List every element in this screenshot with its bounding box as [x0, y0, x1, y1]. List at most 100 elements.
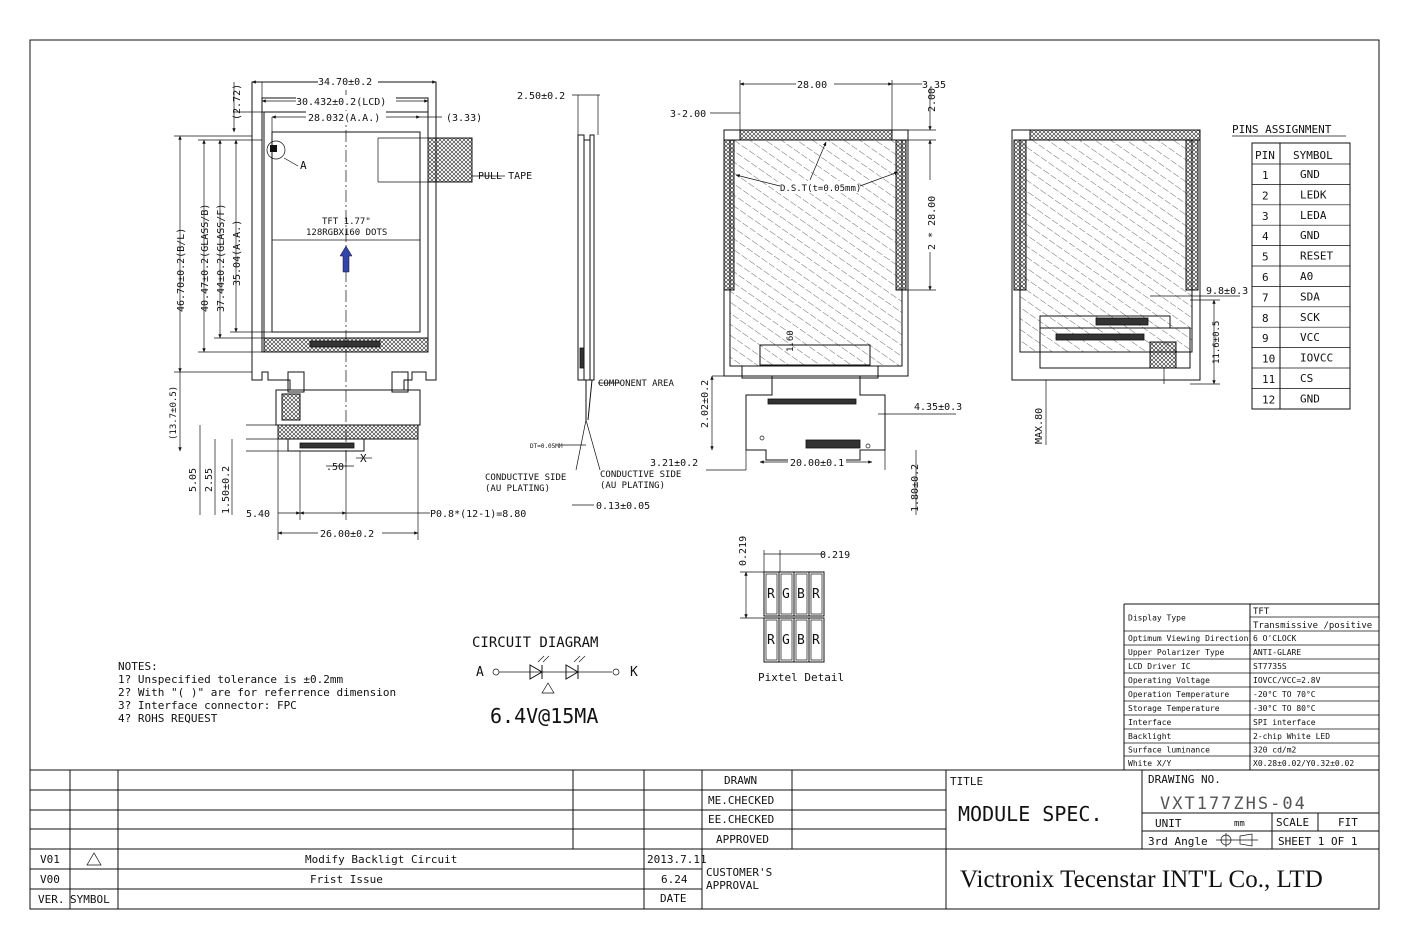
spec-label: Display Type	[1128, 614, 1186, 623]
dim-ref-333: (3.33)	[446, 113, 482, 124]
pin-symbol: GND	[1300, 392, 1320, 405]
subpixel-label: R	[812, 587, 820, 602]
pin-number: 6	[1262, 271, 1269, 284]
pin-symbol: VCC	[1300, 331, 1320, 344]
dim-540: 5.40	[246, 509, 270, 520]
spec-value: ST7735S	[1253, 662, 1287, 671]
note-4: 4? ROHS REQUEST	[118, 712, 218, 725]
spec-label: Backlight	[1128, 732, 1172, 741]
spec-label: Interface	[1128, 718, 1172, 727]
dim-width-aa: 28.032(A.A.)	[308, 113, 380, 124]
subpixel-inner	[765, 573, 778, 615]
conductive-right-1: CONDUCTIVE SIDE	[600, 470, 681, 480]
spec-label: Upper Polarizer Type	[1128, 648, 1225, 657]
dim-150: 1.50±0.2	[221, 466, 232, 514]
customer-label-1: CUSTOMER'S	[706, 866, 772, 879]
notes: NOTES: 1? Unspecified tolerance is ±0.2m…	[118, 660, 396, 725]
dim-height-aa: 35.04(A.A.)	[232, 220, 243, 286]
spec-label: Optimum Viewing Direction	[1128, 634, 1249, 643]
front-view: PULL TAPE A TFT 1.77" 128RGBX160 DOTS X …	[169, 75, 532, 540]
component-area-label: COMPONENT AREA	[598, 379, 674, 389]
circuit-title: CIRCUIT DIAGRAM	[472, 635, 598, 651]
subpixel-label: G	[782, 633, 790, 648]
sheet-label: SHEET 1 OF 1	[1278, 835, 1357, 848]
back-dim-200: 2.00	[927, 88, 938, 112]
back-dim-335: 3.35	[922, 80, 946, 91]
pin-symbol: RESET	[1300, 250, 1333, 263]
drawn-label: DRAWN	[724, 774, 757, 787]
pin-number: 3	[1262, 210, 1269, 223]
subpixel-label: R	[812, 633, 820, 648]
me-checked-label: ME.CHECKED	[708, 794, 774, 807]
dt-label: DT=0.05MM	[530, 443, 563, 450]
right-view: 9.8±0.3 11.6±0.5 MAX.80	[1011, 129, 1248, 445]
spec-value: -20°C TO 70°C	[1253, 690, 1316, 699]
dim-160: 1.60	[786, 330, 796, 352]
spec-value-line: TFT	[1253, 607, 1270, 617]
rev-desc-2: Frist Issue	[310, 873, 383, 886]
right-dim-98: 9.8±0.3	[1206, 286, 1248, 297]
pin-number: 7	[1262, 291, 1269, 304]
pixel-dim-h: 0.219	[738, 536, 749, 566]
pin-number: 2	[1262, 189, 1269, 202]
symbol-label: SYMBOL	[70, 893, 110, 906]
pin-symbol: GND	[1300, 229, 1320, 242]
pin-symbol: IOVCC	[1300, 352, 1333, 365]
spec-value: 320 cd/m2	[1253, 746, 1297, 755]
dim-height-bl: 46.70±0.2(B/L)	[176, 228, 187, 312]
label-x: X	[360, 452, 367, 465]
pin-number: 5	[1262, 251, 1269, 264]
rev-date-2: 6.24	[661, 873, 688, 886]
side-dim-fpc: 0.13±0.05	[596, 501, 650, 512]
subpixel-label: R	[767, 633, 775, 648]
back-dim-28: 28.00	[797, 80, 827, 91]
side-view: 2.50±0.2 COMPONENT AREA DT=0.05MM CONDUC…	[485, 91, 681, 512]
approved-label: APPROVED	[716, 833, 769, 846]
dim-fpc-length: (13.7±0.5)	[169, 386, 179, 440]
up-arrow-icon	[339, 245, 353, 273]
rev-desc-1: Modify Backligt Circuit	[305, 853, 457, 866]
back-dim-180: 1.80±0.2	[910, 464, 921, 512]
conductive-right-2: (AU PLATING)	[600, 481, 665, 491]
sheet-border	[29, 39, 1380, 910]
rev-ver-1: V01	[40, 853, 60, 866]
subpixel-inner	[780, 573, 793, 615]
note-1: 1? Unspecified tolerance is ±0.2mm	[118, 673, 344, 686]
pin-number: 12	[1262, 393, 1275, 406]
pins-col-symbol: SYMBOL	[1293, 149, 1333, 162]
dst-label: D.S.T(t=0.05mm)	[780, 184, 861, 194]
spec-label: Surface luminance	[1128, 746, 1210, 755]
pixel-caption: Pixtel Detail	[758, 671, 844, 684]
title-value: MODULE SPEC.	[958, 802, 1103, 826]
pin-number: 4	[1262, 230, 1269, 243]
pin-number: 11	[1262, 373, 1275, 386]
subpixel-cell	[808, 617, 825, 663]
rev-ver-2: V00	[40, 873, 60, 886]
spec-label: Operating Voltage	[1128, 676, 1210, 685]
back-dim-435: 4.35±0.3	[914, 402, 962, 413]
customer-label-2: APPROVAL	[706, 879, 759, 892]
dim-width-bl: 34.70±0.2	[318, 77, 372, 88]
dim-height-glass-b: 40.47±0.2(GLASS/B)	[200, 204, 211, 312]
dim-ref-272: (2.72)	[232, 84, 243, 120]
spec-label: Storage Temperature	[1128, 704, 1220, 713]
rev-date-1: 2013.7.11	[647, 853, 707, 866]
spec-value: IOVCC/VCC=2.8V	[1253, 676, 1321, 685]
subpixel-cell	[808, 571, 825, 617]
pin-number: 8	[1262, 312, 1269, 325]
dim-255: 2.55	[204, 468, 215, 492]
spec-value: SPI interface	[1253, 718, 1316, 727]
pin-number: 1	[1262, 169, 1269, 182]
spec-value: 6 O'CLOCK	[1253, 634, 1297, 643]
subpixel-label: R	[767, 587, 775, 602]
spec-value: ANTI-GLARE	[1253, 648, 1301, 657]
warning-icon	[541, 682, 555, 694]
rev-warning-icon	[86, 852, 102, 866]
projection-icon	[1216, 833, 1258, 847]
dim-505: 5.05	[188, 468, 199, 492]
